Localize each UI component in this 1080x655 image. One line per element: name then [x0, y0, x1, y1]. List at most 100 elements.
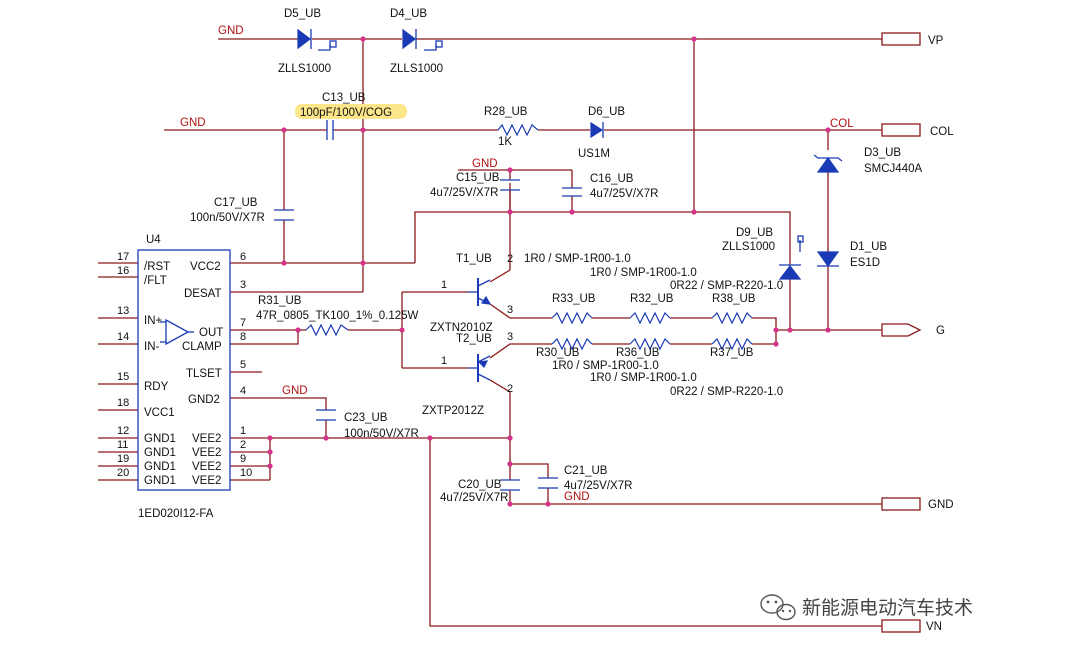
resistor-r38: R38_UB: [711, 293, 756, 325]
capacitor-c15: C15_UB 4u7/25V/X7R: [430, 172, 520, 199]
c23-ref: C23_UB: [344, 412, 388, 424]
net-label-gnd-c21: GND: [564, 491, 590, 503]
d4-value: ZLLS1000: [390, 63, 443, 75]
c17-ref: C17_UB: [214, 197, 258, 209]
junction-dots: [267, 36, 831, 507]
ic-u4: U4 1ED020I12-FA 17 /RST 16 /FLT 13 IN+ 1…: [117, 234, 252, 520]
r37-value: 0R22 / SMP-R220-1.0: [670, 386, 783, 398]
d9-value: ZLLS1000: [722, 241, 775, 253]
ic-left-pin-num: 16: [117, 265, 129, 277]
resistor-r37: R37_UB: [710, 337, 754, 359]
ic-right-pin-num: 1: [240, 425, 246, 437]
ic-right-pin-num: 5: [240, 359, 246, 371]
r36-value: 1R0 / SMP-1R00-1.0: [590, 372, 697, 384]
ic-left-pin-name: IN+: [144, 315, 163, 327]
ic-right-pin-name: CLAMP: [182, 341, 222, 353]
ic-left-pin-num: 12: [117, 425, 129, 437]
c15-ref: C15_UB: [456, 172, 500, 184]
port-col-label: COL: [930, 126, 954, 138]
ic-left-pin-num: 20: [117, 467, 129, 479]
c16-ref: C16_UB: [590, 173, 634, 185]
diode-d5: D5_UB ZLLS1000: [278, 8, 337, 75]
c13-value: 100pF/100V/COG: [300, 107, 392, 119]
diode-d6: D6_UB US1M: [578, 106, 625, 160]
ic-right-pin-name: VEE2: [192, 433, 221, 445]
c21-value: 4u7/25V/X7R: [564, 480, 632, 492]
ic-right-pin-num: 8: [240, 331, 246, 343]
ic-left-pin-name: GND1: [144, 447, 176, 459]
c20-value: 4u7/25V/X7R: [440, 492, 508, 504]
ic-right-pin-name: VEE2: [192, 447, 221, 459]
ic-right-pin-name: VEE2: [192, 475, 221, 487]
ic-left-pin-name: /RST: [144, 261, 170, 273]
resistor-r33: R33_UB: [551, 293, 596, 325]
ic-left-pin-name: RDY: [144, 381, 169, 393]
port-gnd: GND: [881, 497, 954, 511]
t1-ref: T1_UB: [456, 253, 492, 265]
t1-pin-1: 1: [441, 279, 447, 291]
capacitor-c20: C20_UB 4u7/25V/X7R: [440, 479, 520, 504]
c13-ref: C13_UB: [322, 92, 366, 104]
t2-pin-3: 3: [507, 331, 513, 343]
net-label-gnd-c15: GND: [472, 158, 498, 170]
r30-value: 1R0 / SMP-1R00-1.0: [552, 360, 659, 372]
capacitor-c13: C13_UB 100pF/100V/COG: [295, 92, 407, 140]
ic-right-pin-name: VEE2: [192, 461, 221, 473]
port-vn: VN: [881, 619, 942, 633]
wires: [98, 38, 882, 627]
ic-right-pin-name: TLSET: [186, 368, 222, 380]
d6-ref: D6_UB: [588, 106, 625, 118]
transistor-t2: T2_UB ZXTP2012Z 1 3 2: [422, 331, 513, 417]
ic-left-pin-name: IN-: [144, 341, 160, 353]
d5-value: ZLLS1000: [278, 63, 331, 75]
d5-ref: D5_UB: [284, 8, 321, 20]
port-vn-label: VN: [926, 621, 942, 633]
d3-value: SMCJ440A: [864, 163, 922, 175]
d1-value: ES1D: [850, 257, 880, 269]
resistor-r31: R31_UB 47R_0805_TK100_1%_0.125W: [256, 295, 419, 337]
r31-ref: R31_UB: [258, 295, 302, 307]
r37-ref: R37_UB: [710, 347, 754, 359]
r32-ref: R32_UB: [630, 293, 674, 305]
t2-pin-1: 1: [441, 355, 447, 367]
ic-ref: U4: [146, 234, 161, 246]
net-label-col: COL: [830, 118, 854, 130]
ic-left-pin-name: VCC1: [144, 407, 175, 419]
r38-value: 0R22 / SMP-R220-1.0: [670, 280, 783, 292]
d6-value: US1M: [578, 148, 610, 160]
diode-d3: D3_UB SMCJ440A: [813, 147, 922, 175]
c23-value: 100n/50V/X7R: [344, 428, 419, 440]
port-gnd-label: GND: [928, 499, 954, 511]
ic-left-pin-num: 14: [117, 331, 129, 343]
diode-d9: D9_UB ZLLS1000: [722, 227, 804, 280]
net-label-gnd-mid: GND: [180, 117, 206, 129]
ic-part: 1ED020I12-FA: [138, 508, 214, 520]
r33-value: 1R0 / SMP-1R00-1.0: [524, 253, 631, 265]
ic-left-pin-name: GND1: [144, 433, 176, 445]
port-vp: VP: [881, 32, 944, 47]
ic-right-pin-num: 4: [240, 385, 246, 397]
transistor-t1: T1_UB ZXTN2010Z 1 2 3: [430, 253, 513, 334]
net-labels: GND GND GND GND GND COL: [180, 25, 854, 503]
r31-value: 47R_0805_TK100_1%_0.125W: [256, 310, 419, 322]
ic-right-pin-num: 10: [240, 467, 252, 479]
ic-right-pin-num: 9: [240, 453, 246, 465]
ic-right-pin-name: GND2: [188, 394, 220, 406]
ic-left-pin-num: 11: [117, 439, 128, 451]
port-vp-label: VP: [928, 35, 944, 47]
ic-right-pin-name: VCC2: [190, 261, 221, 273]
ic-left-pin-num: 19: [117, 453, 129, 465]
ic-right-pin-num: 7: [240, 317, 246, 329]
resistor-r30: R30_UB: [536, 337, 593, 359]
t2-ref: T2_UB: [456, 333, 492, 345]
d1-ref: D1_UB: [850, 241, 887, 253]
resistor-values: 1R0 / SMP-1R00-1.0 1R0 / SMP-1R00-1.0 0R…: [524, 253, 783, 398]
c16-value: 4u7/25V/X7R: [590, 188, 658, 200]
port-col: COL: [881, 123, 954, 138]
port-g: G: [881, 323, 945, 337]
resistor-r28: R28_UB 1K: [484, 106, 539, 148]
r28-value: 1K: [498, 136, 512, 148]
capacitor-c21: C21_UB 4u7/25V/X7R: [538, 465, 632, 492]
ic-left-pin-num: 18: [117, 397, 129, 409]
